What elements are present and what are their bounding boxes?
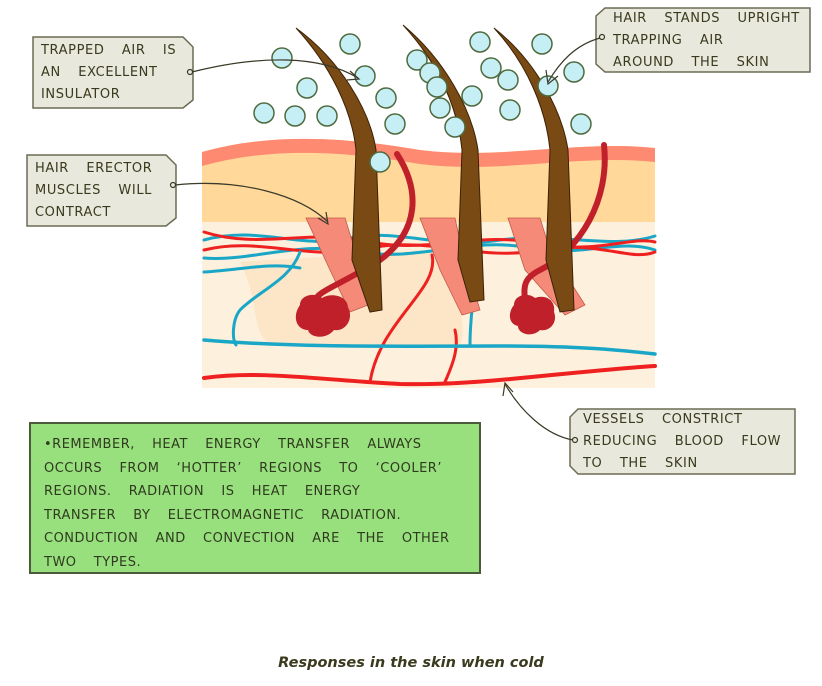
air-bubble bbox=[499, 99, 521, 121]
constricted-vessel bbox=[202, 364, 657, 387]
air-bubble bbox=[469, 31, 491, 53]
trapped-air-bubbles bbox=[253, 31, 592, 173]
note-box-shape bbox=[29, 422, 481, 574]
air-bubble bbox=[480, 57, 502, 79]
air-bubble bbox=[253, 102, 275, 124]
air-bubble bbox=[461, 85, 483, 107]
air-bubble bbox=[384, 113, 406, 135]
label-line: VESSELS CONSTRICT bbox=[583, 412, 743, 427]
air-bubble bbox=[354, 65, 376, 87]
air-bubble bbox=[537, 75, 559, 97]
label-line: AROUND THE SKIN bbox=[613, 55, 770, 70]
note-line: TWO TYPES. bbox=[44, 554, 142, 570]
label-box-trapped-air bbox=[32, 36, 194, 109]
label-box-erector bbox=[26, 154, 177, 227]
note-line: CONDUCTION AND CONVECTION ARE THE OTHER bbox=[44, 531, 450, 546]
label-line: HAIR ERECTOR bbox=[35, 161, 153, 176]
air-bubble bbox=[531, 33, 553, 55]
air-bubble bbox=[375, 87, 397, 109]
label-box-hair-upright bbox=[595, 7, 811, 73]
air-bubble bbox=[369, 151, 391, 173]
air-bubble bbox=[406, 49, 428, 71]
heat-transfer-note: •REMEMBER, HEAT ENERGY TRANSFER ALWAYS O… bbox=[30, 423, 480, 573]
label-erector-muscles: HAIR ERECTOR MUSCLES WILL CONTRACT bbox=[35, 158, 152, 224]
epidermis-layer bbox=[202, 138, 655, 222]
note-line: OCCURS FROM ‘HOTTER’ REGIONS TO ‘COOLER’ bbox=[44, 460, 442, 476]
sweat-gland-left bbox=[295, 294, 351, 337]
air-bubble bbox=[570, 113, 592, 135]
note-line: REGIONS. RADIATION IS HEAT ENERGY bbox=[44, 484, 361, 499]
label-hair-upright: HAIR STANDS UPRIGHT TRAPPING AIR AROUND … bbox=[613, 8, 800, 74]
air-bubble bbox=[429, 97, 451, 119]
lower-blood-vessels bbox=[202, 338, 657, 387]
sweat-gland-right bbox=[509, 294, 556, 335]
air-bubble bbox=[563, 61, 585, 83]
hair-3 bbox=[493, 27, 575, 313]
label-line: TRAPPING AIR bbox=[613, 33, 724, 48]
air-bubble bbox=[497, 69, 519, 91]
label-line: CONTRACT bbox=[35, 205, 111, 220]
air-bubble bbox=[271, 47, 293, 69]
air-bubble bbox=[316, 105, 338, 127]
label-box-vessels bbox=[569, 408, 796, 475]
hair-1 bbox=[295, 27, 383, 313]
label-trapped-air: TRAPPED AIR IS AN EXCELLENT INSULATOR bbox=[41, 40, 176, 106]
diagram-caption: Responses in the skin when cold bbox=[278, 655, 544, 671]
label-line: MUSCLES WILL bbox=[35, 183, 153, 198]
air-bubble bbox=[426, 76, 448, 98]
label-line: AN EXCELLENT bbox=[41, 65, 158, 80]
label-shapes bbox=[26, 7, 811, 475]
note-line: •REMEMBER, HEAT ENERGY TRANSFER ALWAYS bbox=[44, 437, 422, 452]
label-vessels: VESSELS CONSTRICT REDUCING BLOOD FLOW TO… bbox=[583, 409, 781, 475]
sweat-glands bbox=[295, 294, 556, 337]
pointer-arrows bbox=[169, 33, 606, 444]
air-bubble bbox=[444, 116, 466, 138]
label-line: REDUCING BLOOD FLOW bbox=[583, 434, 782, 449]
note-line: TRANSFER BY ELECTROMAGNETIC RADIATION. bbox=[44, 507, 402, 523]
label-line: TO THE SKIN bbox=[583, 456, 698, 471]
label-line: HAIR STANDS UPRIGHT bbox=[613, 11, 800, 26]
label-line: INSULATOR bbox=[41, 87, 121, 102]
air-bubble bbox=[284, 105, 306, 127]
air-bubble bbox=[339, 33, 361, 55]
air-bubble bbox=[296, 77, 318, 99]
label-line: TRAPPED AIR IS bbox=[41, 43, 177, 58]
